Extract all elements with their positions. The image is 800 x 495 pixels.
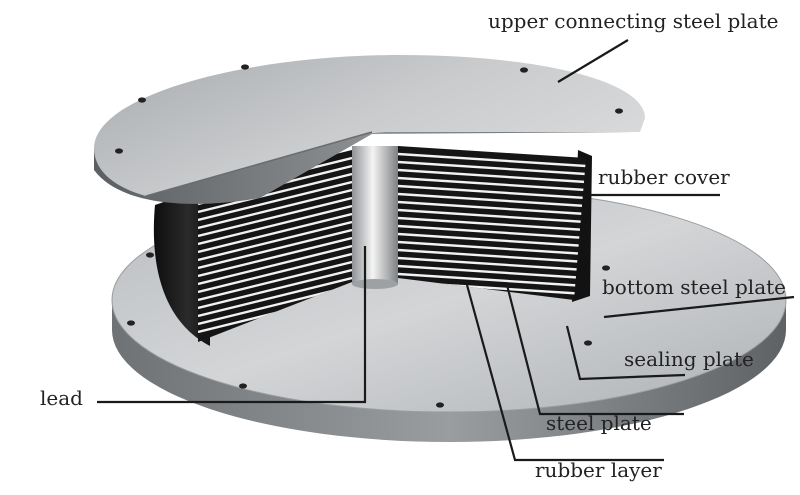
- lead-core: [352, 146, 398, 289]
- label-bottom-steel-plate: bottom steel plate: [602, 275, 786, 299]
- bottom-plate-bolt-holes: [127, 252, 610, 408]
- laminate-right-face: [398, 146, 586, 300]
- leader-bottom-plate: [603, 295, 795, 319]
- label-rubber-layer: rubber layer: [535, 458, 662, 482]
- leader-lines: [97, 39, 795, 462]
- leader-sealing-plate: [565, 325, 686, 381]
- label-lead: lead: [40, 386, 83, 410]
- label-steel-plate: steel plate: [546, 411, 652, 435]
- leader-steel-plate: [505, 284, 684, 416]
- leader-rubber-layer: [465, 284, 664, 462]
- leader-lead: [97, 246, 367, 404]
- upper-plate-bolt-holes: [115, 64, 623, 154]
- upper-connecting-steel-plate: [94, 55, 645, 204]
- label-upper-connecting-steel-plate: upper connecting steel plate: [488, 9, 778, 33]
- leader-upper-plate: [557, 39, 629, 83]
- label-sealing-plate: sealing plate: [624, 347, 754, 371]
- label-rubber-cover: rubber cover: [598, 165, 730, 189]
